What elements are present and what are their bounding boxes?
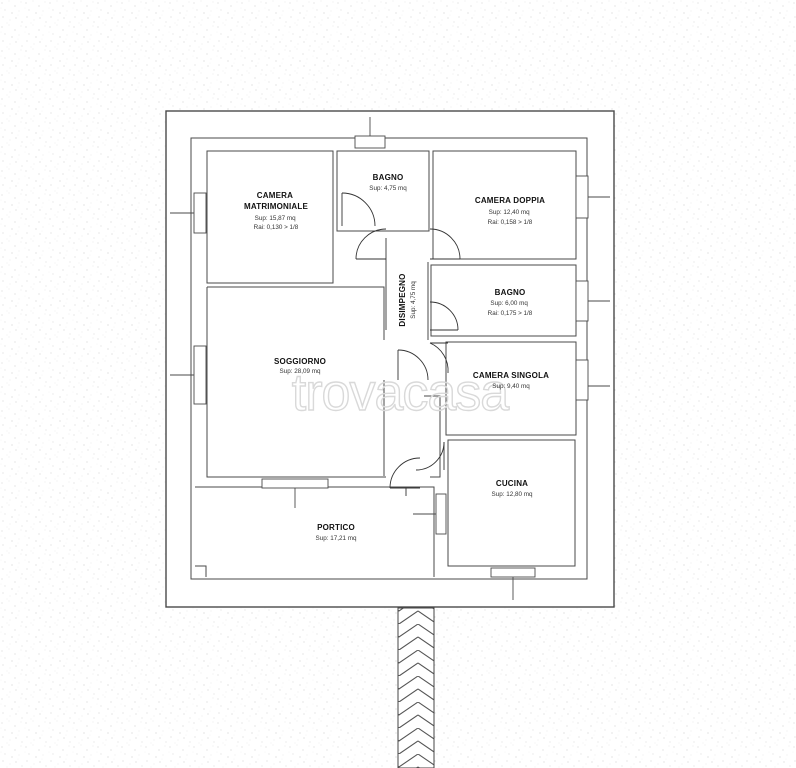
room-info-cucina: Sup: 12,80 mq <box>492 491 533 498</box>
door-bagno-1 <box>341 192 376 227</box>
wall-soggiorno <box>206 286 441 478</box>
window-cucina-bottom <box>490 567 536 600</box>
window-soggiorno-bottom <box>261 478 329 508</box>
wall-cucina <box>447 439 576 567</box>
room-info-bagno-1: Sup: 4,75 mq <box>369 185 407 192</box>
outer-walls <box>165 110 615 608</box>
window-camera-doppia <box>575 175 610 219</box>
room-name-bagno-1: BAGNO <box>373 173 404 182</box>
doors <box>341 192 461 496</box>
room-name-camera-matrimoniale: CAMERA MATRIMONIALE <box>244 191 308 211</box>
room-info-soggiorno: Sup: 28,09 mq <box>280 368 321 375</box>
disimpegno-label-group: DISIMPEGNO Sup: 4,75 mq <box>398 273 417 326</box>
wall-disimpegno <box>385 238 429 340</box>
room-info-camera-singola: Sup: 9,40 mq <box>492 383 530 390</box>
window-top <box>354 117 386 149</box>
room-info-bagno-2: Sup: 6,00 mq Rai: 0,175 > 1/8 <box>488 300 533 317</box>
room-info-camera-doppia: Sup: 12,40 mq Rai: 0,158 > 1/8 <box>488 209 533 226</box>
door-entrance <box>389 457 421 496</box>
window-bagno-2 <box>575 280 610 322</box>
room-info-portico: Sup: 17,21 mq <box>316 535 357 542</box>
room-name-portico: PORTICO <box>317 523 355 532</box>
room-info-camera-matrimoniale: Sup: 15,87 mq Rai: 0,130 > 1/8 <box>254 215 299 231</box>
room-labels: CAMERA MATRIMONIALE Sup: 15,87 mq Rai: 0… <box>244 173 549 542</box>
door-bagno-2 <box>429 301 459 331</box>
room-name-disimpegno: DISIMPEGNO <box>398 273 407 326</box>
room-name-soggiorno: SOGGIORNO <box>274 357 326 366</box>
windows <box>170 117 610 600</box>
door-camera-singola <box>429 342 449 374</box>
room-name-camera-singola: CAMERA SINGOLA <box>473 371 549 380</box>
window-cucina-side <box>413 493 447 535</box>
wall-bagno-1 <box>336 150 430 232</box>
window-camera-singola <box>575 359 610 401</box>
room-info-disimpegno: Sup: 4,75 mq <box>410 281 417 319</box>
window-soggiorno <box>170 345 207 405</box>
room-name-cucina: CUCINA <box>496 479 528 488</box>
watermark-text: trovacasa <box>292 364 510 422</box>
door-camera-doppia <box>429 228 461 260</box>
wall-camera-matrimoniale <box>206 150 334 284</box>
door-soggiorno <box>397 349 429 381</box>
door-cucina <box>415 441 445 471</box>
window-camera-matrimoniale <box>170 192 207 234</box>
driveway <box>397 607 435 768</box>
room-name-camera-doppia: CAMERA DOPPIA <box>475 196 545 205</box>
door-camera-matrimoniale <box>355 228 387 260</box>
room-name-bagno-2: BAGNO <box>495 288 526 297</box>
